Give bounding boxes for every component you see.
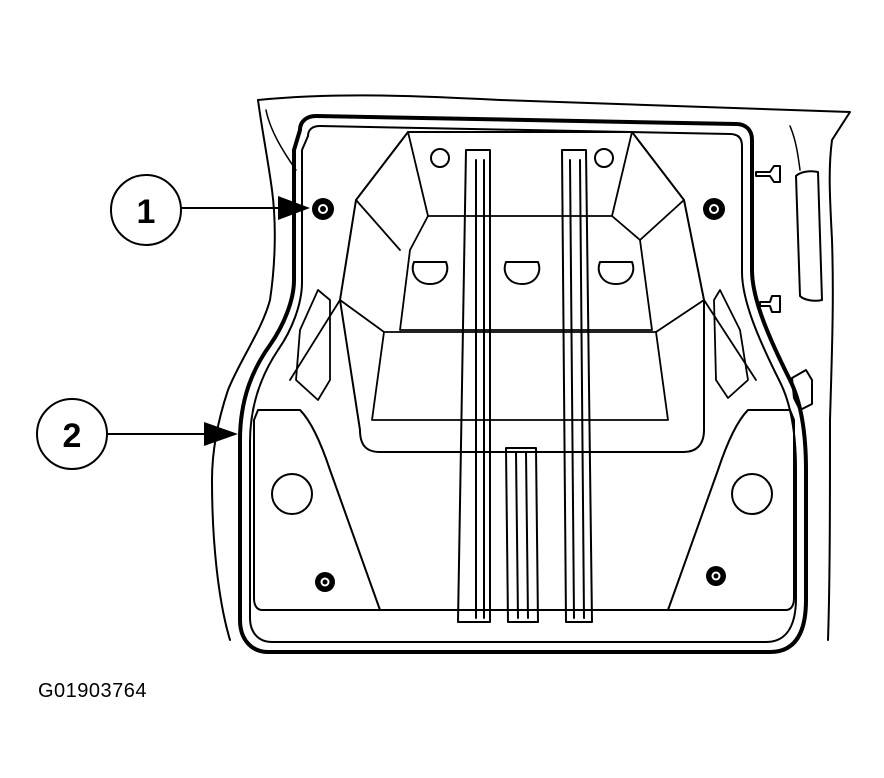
right-side-trim (713, 289, 749, 399)
panel-ridge-right (611, 131, 633, 217)
panel-hole-top-right (594, 148, 614, 168)
hinge-bracket (791, 369, 813, 411)
lower-floor-right-well (667, 409, 795, 611)
right-pillar-line (789, 125, 801, 171)
callout-1-circle (110, 174, 182, 246)
weatherstrip-seal-inner (249, 125, 797, 643)
left-body-edge (211, 99, 276, 641)
callout-2-label: 2 (63, 417, 82, 455)
right-body-panel (795, 170, 823, 302)
panel-slot-left (411, 261, 449, 285)
floor-cutout-left (271, 473, 313, 515)
figure-id-label: G01903764 (38, 680, 148, 702)
weatherstrip-seal-outer (238, 114, 808, 654)
panel-ridge-left-low (355, 199, 401, 251)
panel-side-left (289, 299, 385, 381)
fastener-top-left (312, 198, 334, 220)
fasteners (312, 198, 726, 592)
panel-hole-top-left (430, 148, 450, 168)
callout-1: 1 (110, 174, 310, 246)
upper-panel-outline (339, 131, 705, 453)
callout-1-label: 1 (137, 193, 156, 231)
panel-slot-right (597, 261, 635, 285)
callout-2: 2 (36, 398, 238, 470)
vehicle-body-outline (257, 94, 851, 641)
lower-panel-box (371, 331, 669, 421)
panel-slot-center (503, 261, 541, 285)
fastener-bottom-right (706, 566, 726, 586)
fastener-top-right (703, 198, 725, 220)
upper-panel-inner (399, 215, 653, 331)
left-side-trim (295, 289, 331, 401)
callout-2-arrowhead (204, 422, 238, 446)
hinge-pin-mid (759, 295, 781, 313)
floor-cutout-right (731, 473, 773, 515)
panel-ridge-right-low (639, 199, 685, 241)
panel-ridge-left (407, 131, 429, 217)
rail-right (561, 149, 593, 623)
fastener-bottom-left (315, 572, 335, 592)
left-pillar-line (265, 109, 297, 171)
rail-left (457, 149, 491, 623)
panel-side-right (655, 299, 757, 381)
callout-1-arrowhead (278, 196, 310, 220)
hinge-pin-upper (755, 165, 781, 183)
rail-center (505, 447, 539, 623)
